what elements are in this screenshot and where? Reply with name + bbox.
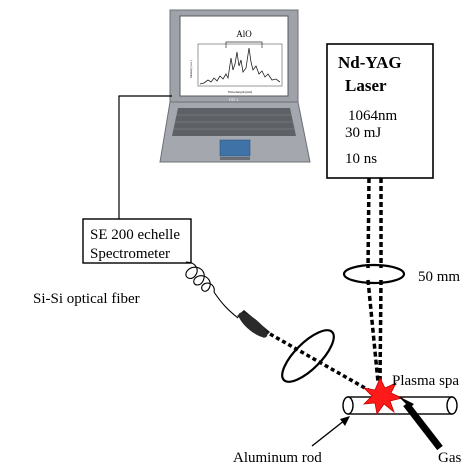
peak-bracket <box>225 41 263 48</box>
laser-wavelength: 1064nm <box>348 108 398 124</box>
gas-label: Gas <box>438 450 461 466</box>
plasma-label: Plasma spa <box>392 373 459 389</box>
laptop-touchpad <box>219 139 251 157</box>
fiber-cable <box>213 291 239 319</box>
laser-box: Nd-YAG Laser 1064nm 30 mJ 10 ns <box>326 43 434 179</box>
fiber-label: Si-Si optical fiber <box>33 291 140 307</box>
keyboard-keys <box>174 114 295 130</box>
spectrum-plot-frame <box>197 43 283 87</box>
laser-beam <box>366 177 383 383</box>
laptop: AlO Intensity (a.u.) Wavelength (nm) DEL… <box>159 9 311 163</box>
gas-nozzle <box>398 396 443 451</box>
spectrometer-line1: SE 200 echelle <box>90 227 180 243</box>
laser-energy: 30 mJ <box>345 125 381 141</box>
laptop-buttons <box>220 157 250 160</box>
spectrometer-line2: Spectrometer <box>90 246 170 262</box>
lens-focal-label: 50 mm <box>418 269 460 285</box>
focusing-lens <box>342 263 406 285</box>
fiber-coil <box>185 261 215 293</box>
plasma-spark <box>362 377 404 416</box>
laptop-screen <box>179 15 289 97</box>
screen-xlabel: Wavelength (nm) <box>228 90 253 94</box>
screen-ylabel: Intensity (a.u.) <box>189 60 193 78</box>
fiber-probe <box>237 310 270 338</box>
spectrum-trace <box>199 47 281 85</box>
peak-label: AlO <box>236 29 252 39</box>
rod-arrow <box>311 416 350 447</box>
collection-path <box>269 332 373 394</box>
laptop-cable <box>118 95 172 222</box>
laser-title-line2: Laser <box>345 76 387 95</box>
laser-pulse: 10 ns <box>345 151 377 167</box>
aluminum-rod <box>342 396 458 415</box>
rod-label: Aluminum rod <box>233 450 322 466</box>
collection-lens <box>281 329 335 383</box>
spectrometer-box: SE 200 echelle Spectrometer <box>82 218 192 264</box>
laptop-brand: DELL <box>229 97 240 102</box>
laser-title-line1: Nd-YAG <box>338 53 402 72</box>
